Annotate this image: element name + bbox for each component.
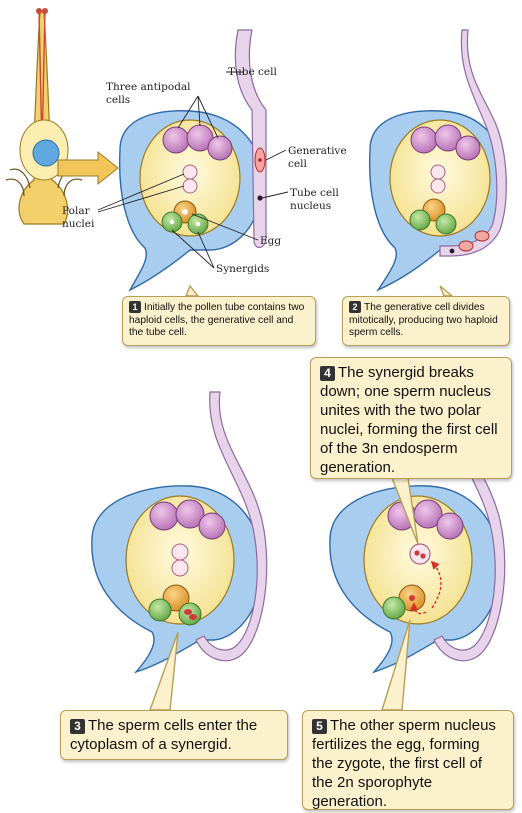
label-generative-line1: Generative [288,145,347,157]
step-5-text: The other sperm nucleus fertilizes the e… [312,717,496,810]
ovule-2 [370,111,506,290]
label-tube-nucleus-line1: Tube cell [290,187,339,199]
label-generative-line2: cell [288,158,307,170]
step-4-number: 4 [320,366,335,381]
label-polar-line1: Polar [62,205,91,217]
label-egg: Egg [260,235,281,247]
pistil-sketch [6,8,118,224]
step-1-number: 1 [129,301,141,313]
label-tube-nucleus-line2: nucleus [290,200,331,212]
step-2-number: 2 [349,301,361,313]
label-polar-line2: nuclei [62,218,95,230]
step-1-text: Initially the pollen tube contains two h… [129,302,304,338]
step-3-text: The sperm cells enter the cytoplasm of a… [70,717,257,753]
step-2-text: The generative cell divides mitotically,… [349,302,498,338]
ovule-4 [330,486,500,672]
label-antipodal-line2: cells [106,94,130,106]
step-4-text: The synergid breaks down; one sperm nucl… [320,364,498,476]
label-antipodal-line1: Three antipodal [106,81,191,93]
step-5-number: 5 [312,719,327,734]
step-3-number: 3 [70,719,85,734]
label-synergids: Synergids [216,263,269,275]
label-tube-cell: Tube cell [228,66,277,78]
